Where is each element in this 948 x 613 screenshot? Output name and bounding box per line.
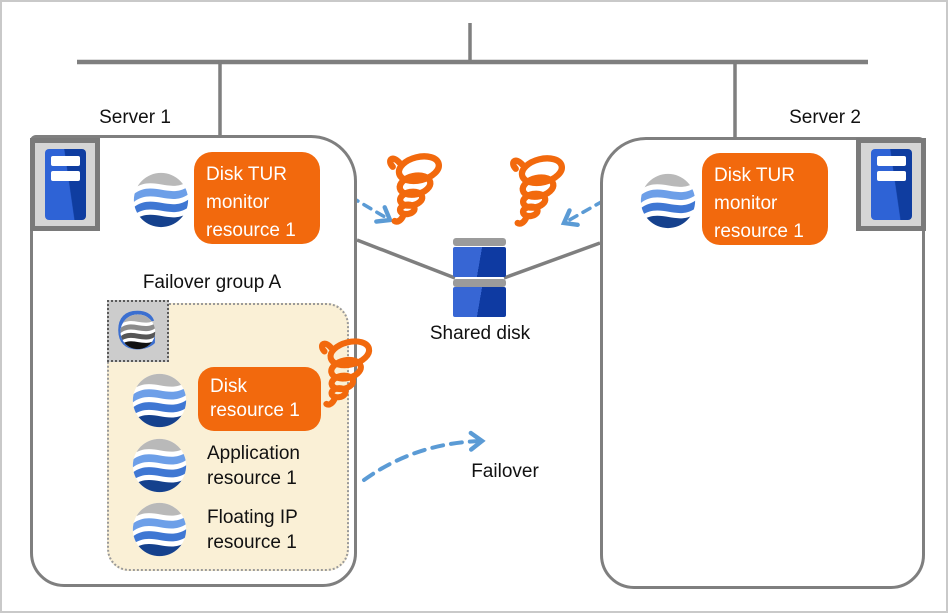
- cluster-logo-icon: [132, 438, 187, 493]
- server1-disk-line: [356, 238, 456, 280]
- cluster-logo-icon: [132, 373, 187, 428]
- server-tower-icon: [856, 138, 926, 231]
- disk-tur-monitor-badge-server2: Disk TUR monitor resource 1: [702, 153, 828, 245]
- monitor-arrow-left: [349, 195, 394, 224]
- monitor-arrow-right: [560, 199, 605, 227]
- whirlwind-icon: [508, 152, 570, 230]
- whirlwind-icon: [385, 150, 447, 228]
- server2-label: Server 2: [789, 107, 861, 128]
- server1-label: Server 1: [99, 107, 171, 128]
- group-logo-icon: G: [107, 300, 169, 362]
- whirlwind-icon: [317, 335, 377, 411]
- cluster-logo-icon: [640, 173, 696, 229]
- failover-arrow: [362, 430, 486, 482]
- disk-resource-badge: Disk resource 1: [198, 367, 321, 431]
- disk-tur-monitor-badge-server1: Disk TUR monitor resource 1: [194, 152, 320, 244]
- failover-label: Failover: [471, 461, 539, 482]
- cluster-logo-icon: [133, 172, 189, 228]
- cluster-logo-icon: [132, 502, 187, 557]
- shared-disk-label: Shared disk: [429, 323, 531, 344]
- server-tower-icon: [30, 138, 100, 231]
- failover-group-title: Failover group A: [142, 272, 282, 293]
- server2-disk-line: [503, 241, 601, 280]
- floating-ip-resource-label: Floating IP resource 1: [207, 507, 298, 553]
- application-resource-label: Application resource 1: [207, 443, 300, 489]
- shared-disk-icon: [453, 238, 506, 317]
